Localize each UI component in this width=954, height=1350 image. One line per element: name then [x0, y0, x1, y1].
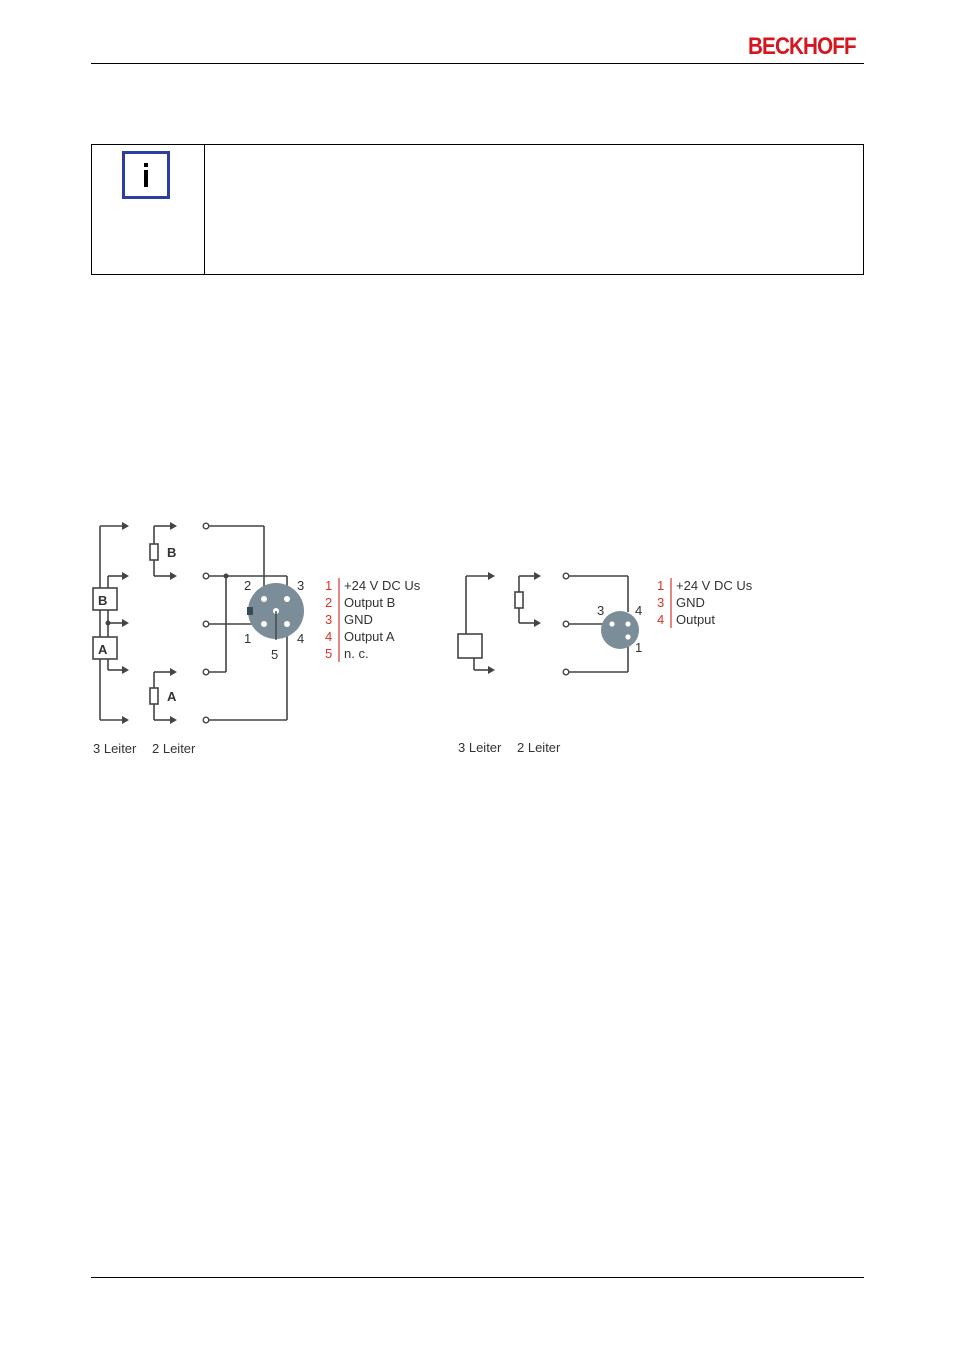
pin-number: 5: [271, 647, 278, 662]
pinout-pin: 5: [325, 646, 332, 661]
beckhoff-logo: BECKHOFF: [748, 33, 857, 60]
caption-3-wire-left: 3 Leiter: [93, 741, 137, 756]
sensor-label-a: A: [98, 642, 108, 657]
pinout-pin: 1: [325, 578, 332, 593]
pinout-pin: 1: [657, 578, 664, 593]
pinout-label: Output B: [344, 595, 395, 610]
footer-rule: [91, 1277, 864, 1278]
caption-2-wire-right: 2 Leiter: [517, 740, 561, 755]
caption-2-wire-left: 2 Leiter: [152, 741, 196, 756]
wiring-diagrams: B A B A 2 3 1 5 4 1 +24 V DC Us 2 Output…: [0, 500, 954, 775]
note-box: [91, 144, 864, 275]
pin-number: 3: [597, 603, 604, 618]
pin-number: 1: [635, 640, 642, 655]
pin-number: 1: [244, 631, 251, 646]
pinout-label: +24 V DC Us: [344, 578, 421, 593]
pin-number: 4: [635, 603, 642, 618]
wiring-diagram-svg: B A B A 2 3 1 5 4 1 +24 V DC Us 2 Output…: [92, 522, 753, 756]
pinout-label: Output A: [344, 629, 395, 644]
pinout-pin: 4: [325, 629, 332, 644]
pin-number: 2: [244, 578, 251, 593]
resistor-label-b: B: [167, 545, 176, 560]
pinout-list-left: 1 +24 V DC Us 2 Output B 3 GND 4 Output …: [325, 578, 421, 661]
pinout-pin: 2: [325, 595, 332, 610]
pin-number: 4: [297, 631, 304, 646]
note-divider: [204, 145, 205, 274]
pinout-pin: 3: [325, 612, 332, 627]
pinout-label: GND: [676, 595, 705, 610]
caption-3-wire-right: 3 Leiter: [458, 740, 502, 755]
sensor-label-b: B: [98, 593, 107, 608]
pinout-label: n. c.: [344, 646, 369, 661]
pinout-label: GND: [344, 612, 373, 627]
resistor-label-a: A: [167, 689, 177, 704]
pinout-label: +24 V DC Us: [676, 578, 753, 593]
pinout-label: Output: [676, 612, 715, 627]
pin-number: 3: [297, 578, 304, 593]
connector-m8-3pin: [601, 611, 639, 649]
info-icon: [122, 151, 170, 199]
pinout-pin: 4: [657, 612, 664, 627]
header-rule: [91, 63, 864, 64]
pinout-list-right: 1 +24 V DC Us 3 GND 4 Output: [657, 578, 753, 627]
pinout-pin: 3: [657, 595, 664, 610]
